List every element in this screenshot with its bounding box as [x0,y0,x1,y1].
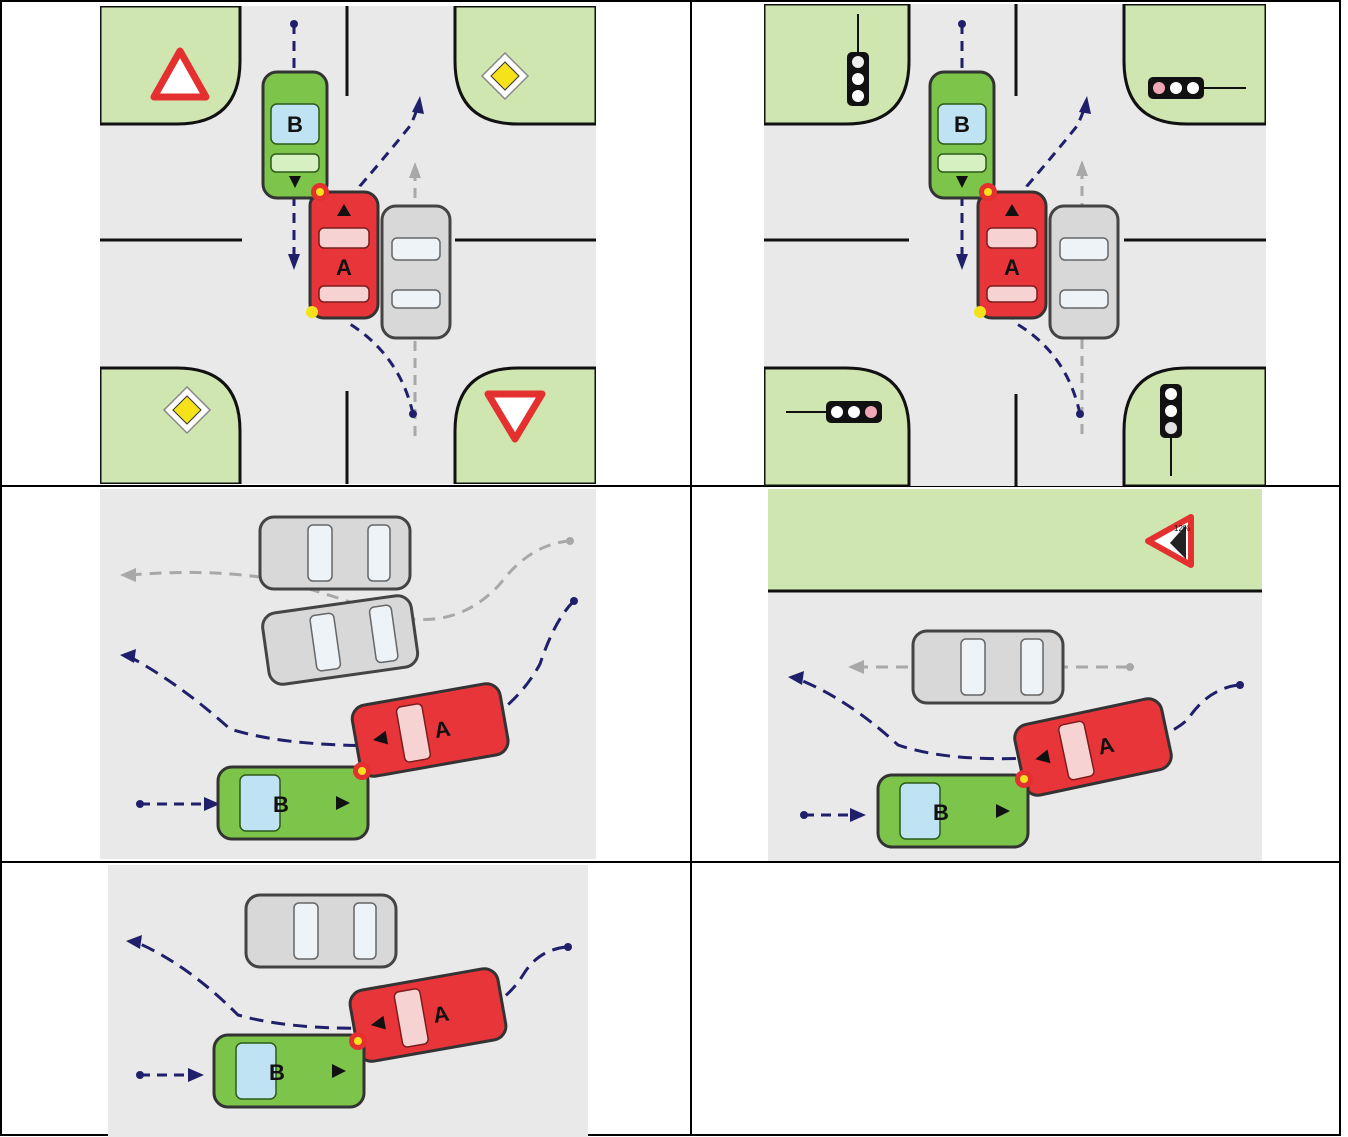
direction-arrow-icon [373,730,389,745]
path-start-dot [1126,663,1134,671]
vehicle-a-label: A [431,1001,451,1028]
vehicle-a: A [350,682,510,778]
path-arrowhead [1076,160,1088,176]
vehicle-b-label: B [933,800,949,825]
vehicle-b: B [876,773,1030,849]
path-arrowhead [848,660,864,674]
yield-sign [484,390,546,443]
scene-intersection-traffic-lights: A B [764,4,1266,486]
other-vehicle [244,893,398,969]
path-arrowhead [204,797,220,811]
path-arrowhead [412,96,424,114]
path-start-dot [1076,410,1084,418]
vehicle-a: A [974,190,1048,320]
direction-arrow-icon [337,204,351,216]
scene-road-overtake-grey-path: A B [100,489,596,859]
path-arrowhead [120,649,136,663]
path-start-dot [800,811,808,819]
path-arrowhead [788,671,804,685]
corner-grass [1122,4,1266,126]
priority-road-sign [480,51,530,101]
vehicle-b: B [216,765,370,841]
vehicle-a-label: A [1096,732,1117,760]
path-start-dot [409,410,417,418]
other-vehicle [261,594,420,686]
vehicle-b: B [928,70,996,200]
impact-star-icon [974,306,986,318]
path-start-dot [1236,681,1244,689]
path-arrowhead [850,808,866,822]
path-arrowhead [188,1068,204,1082]
vehicle-b: B [261,70,329,200]
vehicle-a-label: A [432,716,452,743]
traffic-light [786,401,882,423]
traffic-light [1160,384,1182,476]
vehicle-b-label: B [269,1060,285,1085]
vehicle-a: A [306,190,380,320]
path-start-dot [570,597,578,605]
collision-point-icon [311,183,329,201]
traffic-light [847,14,869,106]
path-start-dot [958,20,966,28]
vehicle-b-label: B [287,112,303,137]
corner-grass [453,6,596,126]
direction-arrow-icon [956,176,968,188]
collision-point-icon [979,183,997,201]
vehicle-a: A [1013,697,1173,797]
vehicle-a-path [338,105,420,415]
warning-triangle-sign [150,47,210,101]
corner-grass [764,4,911,126]
direction-arrow-icon [996,804,1010,818]
impact-star-icon [306,306,318,318]
vehicle-b-label: B [273,792,289,817]
path-start-dot [290,20,298,28]
empty-table-cell [692,863,1339,1135]
scene-road-with-descent-sign: 12% A B [768,489,1262,861]
corner-grass [764,366,911,486]
direction-arrow-icon [289,176,301,188]
scene-intersection-signs: A B [100,6,596,484]
direction-arrow-icon [336,796,350,810]
path-arrowhead [126,935,142,949]
other-vehicle [1048,204,1120,340]
vehicle-b-label: B [954,112,970,137]
grade-text: 12% [1174,524,1190,533]
steep-descent-warning-sign: 12% [1145,514,1194,568]
other-vehicle [258,515,412,591]
direction-arrow-icon [370,1015,386,1030]
path-start-dot [136,800,144,808]
traffic-light [1148,77,1246,99]
path-arrowhead [956,254,968,270]
path-start-dot [566,537,574,545]
vehicle-b: B [212,1033,366,1109]
other-vehicle [911,629,1065,705]
vehicle-a-path [1005,105,1087,415]
path-start-dot [136,1071,144,1079]
collision-point-icon [349,1032,367,1050]
corner-grass [100,366,242,484]
collision-point-icon [353,762,371,780]
direction-arrow-icon [1035,749,1051,764]
path-arrowhead [1079,96,1091,114]
direction-arrow-icon [1005,204,1019,216]
collision-point-icon [1015,770,1033,788]
priority-road-sign [162,385,212,435]
scene-road-overtake-simple: A B [108,865,588,1137]
vehicle-a-label: A [1004,255,1020,280]
path-start-dot [564,943,572,951]
other-vehicle [380,204,452,340]
direction-arrow-icon [332,1064,346,1078]
vehicle-a-label: A [336,255,352,280]
path-arrowhead [120,568,136,582]
path-arrowhead [288,254,300,270]
path-arrowhead [409,162,421,178]
vehicle-a: A [348,967,508,1063]
corner-grass [1122,366,1266,486]
